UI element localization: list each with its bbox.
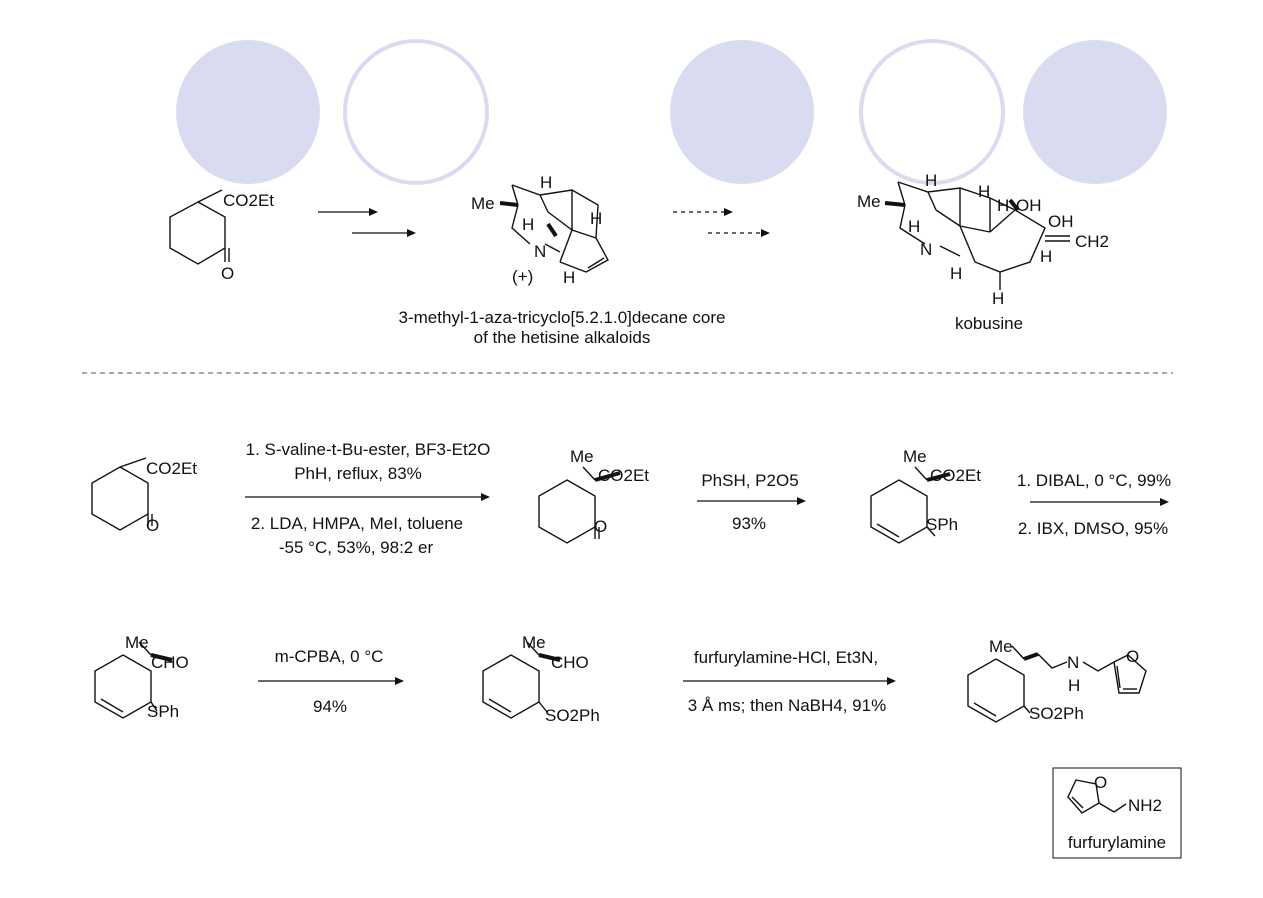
kobusine-h1: H	[925, 171, 937, 190]
c6-nitrogen: N	[1067, 653, 1079, 672]
compound-6-furfurylamine-product: Me N H O SO2Ph	[967, 637, 1147, 723]
kobusine-structure: Me H H H OH OH CH2 H N H H H kobusine	[857, 171, 1109, 333]
step-3-arrow-conditions: 1. DIBAL, 0 °C, 99% 2. IBX, DMSO, 95%	[1017, 471, 1171, 538]
c4-sph-label: SPh	[147, 702, 179, 721]
core-me-label: Me	[471, 194, 495, 213]
core-caption-line2: of the hetisine alkaloids	[474, 328, 651, 347]
c5-so2ph-label: SO2Ph	[545, 706, 600, 725]
decor-circle-3	[670, 40, 814, 184]
c1-ester-label: CO2Et	[146, 459, 197, 478]
c4-cho-label: CHO	[151, 653, 189, 672]
step-2-arrow-conditions: PhSH, P2O5 93%	[697, 471, 806, 533]
kobusine-h3: H	[997, 196, 1009, 215]
kobusine-h-right: H	[1040, 247, 1052, 266]
c3-sph-label: SPh	[926, 515, 958, 534]
c3-ester-label: CO2Et	[930, 466, 981, 485]
step2-reagent-above: PhSH, P2O5	[701, 471, 798, 490]
core-nitrogen: N	[534, 242, 546, 261]
step1-reagent-line2: PhH, reflux, 83%	[294, 464, 422, 483]
core-racemic-sign: (+)	[512, 267, 533, 286]
decor-circle-2	[343, 39, 489, 185]
step3-reagent-line2: 2. IBX, DMSO, 95%	[1018, 519, 1168, 538]
c6-me-label: Me	[989, 637, 1013, 656]
kobusine-nitrogen: N	[920, 240, 932, 259]
core-h-top: H	[540, 173, 552, 192]
tricyclic-core-structure: Me H H H N H (+) 3-methyl-1-aza-tricyclo…	[399, 173, 726, 347]
kobusine-oh2: OH	[1048, 212, 1074, 231]
step1-reagent-line3: 2. LDA, HMPA, MeI, toluene	[251, 514, 463, 533]
kobusine-me-label: Me	[857, 192, 881, 211]
step4-reagent-above: m-CPBA, 0 °C	[275, 647, 384, 666]
c2-oxygen: O	[594, 517, 607, 536]
c4-me-label: Me	[125, 633, 149, 652]
core-caption-line1: 3-methyl-1-aza-tricyclo[5.2.1.0]decane c…	[399, 308, 726, 327]
core-h-bottom: H	[563, 268, 575, 287]
step1-reagent-line1: 1. S-valine-t-Bu-ester, BF3-Et2O	[246, 440, 491, 459]
decor-circle-5	[1023, 40, 1167, 184]
inset-nh2: NH2	[1128, 796, 1162, 815]
kobusine-h4: H	[908, 217, 920, 236]
c2-me-label: Me	[570, 447, 594, 466]
c1-oxygen: O	[146, 516, 159, 535]
decor-circle-1	[176, 40, 320, 184]
furfurylamine-inset: O NH2 furfurylamine	[1052, 767, 1182, 859]
inset-oxygen: O	[1094, 773, 1107, 792]
compound-3-vinyl-sulfide: Me CO2Et SPh	[870, 447, 981, 544]
c3-me-label: Me	[903, 447, 927, 466]
step4-yield-below: 94%	[313, 697, 347, 716]
step5-reagent-below: 3 Å ms; then NaBH4, 91%	[688, 696, 886, 715]
ketone-oxygen: O	[221, 264, 234, 283]
step-1-arrow-conditions: 1. S-valine-t-Bu-ester, BF3-Et2O PhH, re…	[245, 440, 490, 557]
step1-reagent-line4: -55 °C, 53%, 98:2 er	[279, 538, 434, 557]
kobusine-ch2: CH2	[1075, 232, 1109, 251]
core-h-left: H	[522, 215, 534, 234]
kobusine-oh1: OH	[1016, 196, 1042, 215]
step-4-arrow-conditions: m-CPBA, 0 °C 94%	[258, 647, 404, 716]
step2-yield-below: 93%	[732, 514, 766, 533]
top-start-ketoester: CO2Et O	[169, 189, 274, 283]
kobusine-h-bottom: H	[992, 289, 1004, 308]
kobusine-h5: H	[950, 264, 962, 283]
compound-2-methyl-ketoester: Me CO2Et O	[538, 447, 649, 544]
decor-circle-4	[859, 39, 1005, 185]
step-5-arrow-conditions: furfurylamine-HCl, Et3N, 3 Å ms; then Na…	[683, 648, 896, 715]
compound-5-aldehyde-sulfone: Me CHO SO2Ph	[482, 633, 600, 725]
step3-reagent-line1: 1. DIBAL, 0 °C, 99%	[1017, 471, 1171, 490]
decorative-circles	[176, 39, 1167, 185]
c5-cho-label: CHO	[551, 653, 589, 672]
ester-label: CO2Et	[223, 191, 274, 210]
c2-ester-label: CO2Et	[598, 466, 649, 485]
core-h-right: H	[590, 209, 602, 228]
kobusine-h2: H	[978, 182, 990, 201]
step5-reagent-above: furfurylamine-HCl, Et3N,	[694, 648, 878, 667]
c6-furan-oxygen: O	[1126, 647, 1139, 666]
c6-so2ph-label: SO2Ph	[1029, 704, 1084, 723]
top-arrows-1	[318, 208, 416, 237]
kobusine-name: kobusine	[955, 314, 1023, 333]
c6-nh-hydrogen: H	[1068, 676, 1080, 695]
c5-me-label: Me	[522, 633, 546, 652]
compound-1-ketoester: CO2Et O	[91, 457, 197, 535]
compound-4-aldehyde-sulfide: Me CHO SPh	[94, 633, 189, 721]
top-arrows-2-dashed	[673, 208, 770, 237]
inset-caption: furfurylamine	[1068, 833, 1166, 852]
